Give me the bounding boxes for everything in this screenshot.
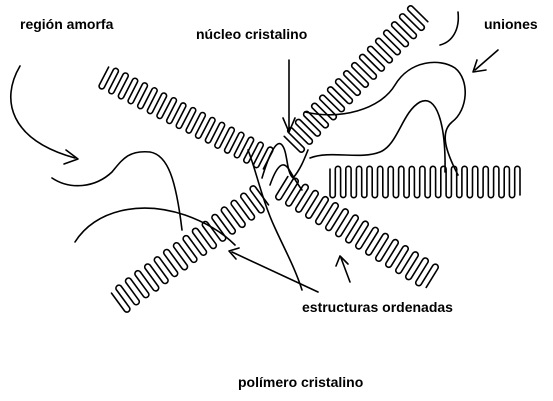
label-ordered-structures: estructuras ordenadas [302,299,453,315]
amorphous-chain-left [52,152,182,230]
amorphous-chain-lower-left [75,208,235,245]
lamella-right-horizontal [330,166,520,197]
label-amorphous-region: región amorfa [20,16,114,32]
label-crystalline-polymer: polímero cristalino [238,374,363,390]
tie-chain-center [248,150,302,290]
lamella-lower-left [112,186,269,312]
amorphous-chains [52,12,465,290]
label-junctions: uniones [484,16,538,32]
arrow-amorphous-region [11,66,75,158]
arrow-junctions [475,50,498,70]
lamella-upper-left [99,67,273,169]
nucleus-fold-inner [270,165,302,190]
nucleus-fold [262,144,308,178]
tie-chain-right-loop [310,101,445,172]
label-crystalline-nucleus: núcleo cristalino [196,26,307,42]
tie-chain-right-end [440,12,458,45]
tie-chain-right-top [305,62,465,175]
arrow-ordered-left [232,252,318,292]
